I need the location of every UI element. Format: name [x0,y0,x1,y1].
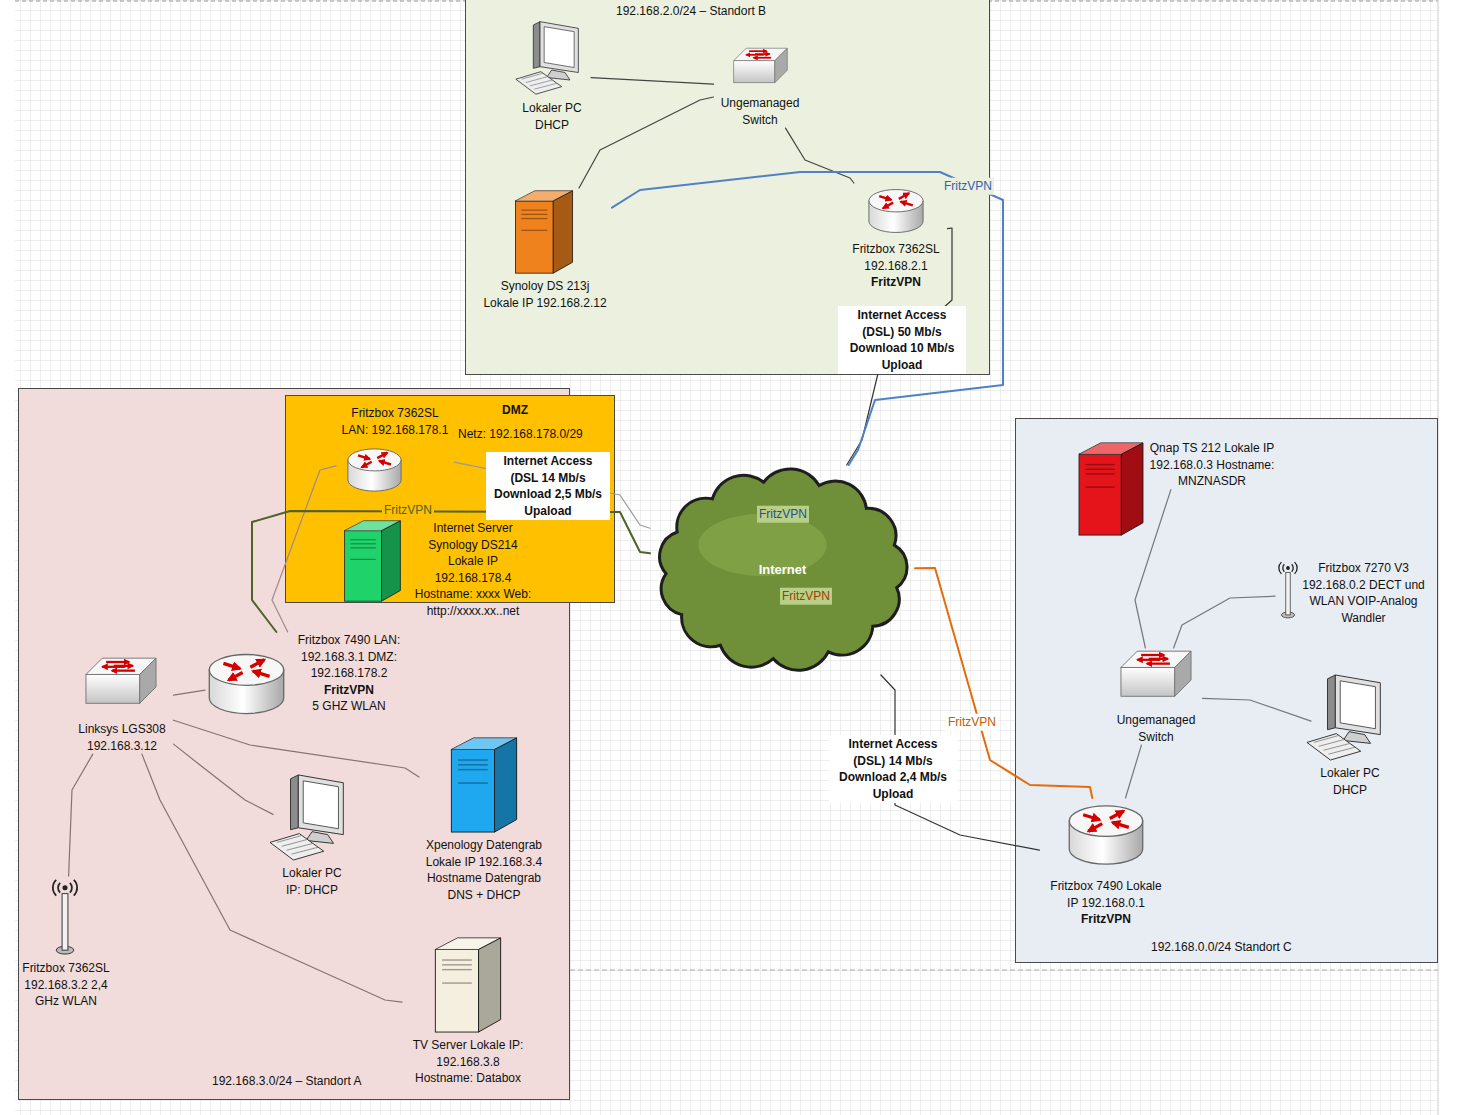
device-label: FritzVPN [1044,911,1169,928]
link-label: FritzVPN [946,714,998,731]
router-icon [348,449,401,491]
device-label: Fritzbox 7362SL 192.168.2.1 [849,241,944,274]
cloud-label: Internet [759,561,807,579]
switch-icon [1121,651,1191,696]
annotation-label: FritzVPN [757,506,809,523]
annotation-label: Internet Access (DSL) 50 Mb/s Download 1… [838,306,966,374]
switch-icon [734,48,788,82]
switch-icon [86,658,156,703]
device-label: Fritzbox 7490 Lokale IP 192.168.0.1 [1044,878,1169,911]
caption-holder: 192.168.2.0/24 – Standort B [616,3,766,20]
caption-holder: 192.168.3.0/24 – Standort A [212,1073,361,1090]
device-label: Ungemanaged Switch [718,95,803,128]
server-icon [515,191,572,273]
device-label: Lokaler PC DHCP [1315,765,1385,798]
server-icon [451,738,516,832]
caption-holder: DMZ [502,402,528,419]
device-label: Internet Server Synology DS214 Lokale IP… [410,520,536,619]
device-label: Fritzbox 7362SL LAN: 192.168.178.1 [340,405,450,438]
device-label: Fritzbox 7362SL 192.168.3.2 2,4 GHz WLAN [22,960,110,1010]
region-caption: DMZ [502,402,528,419]
page-break [570,970,1438,971]
server-icon [435,938,500,1032]
server-icon [345,521,401,601]
caption-holder: 192.168.0.0/24 Standort C [1151,939,1292,956]
region-caption: 192.168.0.0/24 Standort C [1151,939,1292,956]
device-label: Linksys LGS308 192.168.3.12 [75,721,170,754]
router-icon [1069,806,1142,864]
annotation-label: Internet Access (DSL) 14 Mb/s Download 2… [829,735,957,803]
device-label: Ungemanaged Switch [1114,712,1199,745]
caption-holder: Netz: 192.168.178.0/29 [458,426,583,443]
device-label: FritzVPN [293,682,405,699]
device-label: Synoloy DS 213j Lokale IP 192.168.2.12 [482,278,608,311]
device-label: Lokaler PC DHCP [517,100,587,133]
cloud-outline [660,469,907,670]
annotation-label: FritzVPN [780,588,832,605]
router-icon [209,654,283,713]
annotation-label: Internet Access (DSL 14 Mb/s Download 2,… [486,452,610,520]
link-label: FritzVPN [382,502,434,519]
router-icon [869,190,923,233]
device-label: Lokaler PC IP: DHCP [277,865,347,898]
device-label: FritzVPN [849,274,944,291]
link-label: FritzVPN [942,178,994,195]
device-label: Fritzbox 7490 LAN: 192.168.3.1 DMZ: 192.… [293,632,405,682]
internet-cloud: Internet [650,465,915,675]
device-label: TV Server Lokale IP: 192.168.3.8 Hostnam… [406,1037,530,1087]
device-label: Fritzbox 7270 V3 192.168.0.2 DECT und WL… [1301,560,1426,626]
device-label: 5 GHZ WLAN [293,698,405,715]
region-caption: Netz: 192.168.178.0/29 [458,426,583,443]
access-point-node: Fritzbox 7270 V3 192.168.0.2 DECT und WL… [1275,560,1432,626]
region-caption: 192.168.3.0/24 – Standort A [212,1073,361,1090]
device-label: Qnap TS 212 Lokale IP 192.168.0.3 Hostna… [1148,440,1276,490]
device-label: Xpenology Datengrab Lokale IP 192.168.3.… [423,837,545,903]
region-caption: 192.168.2.0/24 – Standort B [616,3,766,20]
server-icon [1079,443,1143,535]
